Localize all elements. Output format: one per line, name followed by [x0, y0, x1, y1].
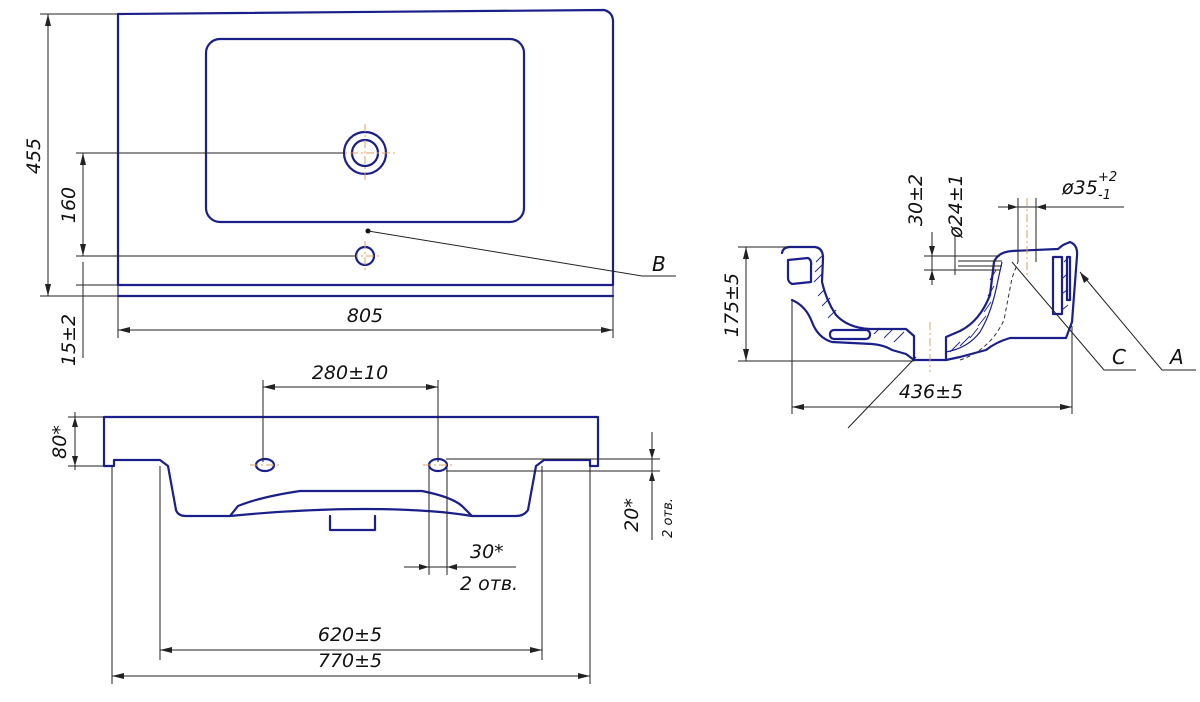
depth-dim-label: 30±2 [905, 174, 927, 226]
spacing-dim-label: 280±10 [312, 362, 388, 384]
section-overflow-channel [828, 328, 872, 341]
section-outline [780, 240, 1079, 362]
hole-offset-dim-label: 160 [58, 187, 80, 223]
callout-b-leader [367, 230, 676, 277]
hole-depth-count-label: 2 отв. [661, 498, 676, 538]
depth-dim-label: 455 [23, 138, 45, 174]
top-view: B 455 160 15±2 805 [23, 8, 676, 366]
height-dim-label: 175±5 [721, 273, 743, 337]
rim-height-dim-label: 80* [49, 425, 71, 459]
length-dim-label: 436±5 [899, 381, 963, 403]
hole-count-label: 2 отв. [460, 573, 518, 595]
section-inner [790, 298, 916, 362]
hole-dim-label: 30* [470, 541, 504, 563]
callout-a-leader [1079, 271, 1196, 371]
side-section-view: 175±5 436±5 30±2 ø24±1 ø35 +2 -1 C A [721, 170, 1196, 429]
inner-width-dim-label: 620±5 [318, 624, 382, 646]
top-view-outline [116, 8, 615, 287]
tap-dia-dim-label: ø24±1 [945, 174, 967, 239]
callout-c-label: C [1112, 345, 1126, 369]
drain-dia-upper-tol: +2 [1098, 170, 1117, 185]
front-view-outline [102, 415, 600, 518]
drain-dia-lower-tol: -1 [1098, 188, 1111, 203]
front-view: 280±10 80* 20* 2 отв. 30* 2 отв. 620±5 7… [49, 362, 676, 684]
width-dim-label: 805 [347, 305, 383, 327]
outer-width-dim-label: 770±5 [318, 650, 382, 672]
front-view-basin-lip [228, 507, 474, 518]
thickness-dim-label: 15±2 [58, 314, 80, 366]
drain-dia-dim-label: ø35 [1061, 177, 1098, 199]
callout-c-leader [1011, 261, 1136, 371]
front-view-drain [328, 514, 377, 532]
top-view-bowl [204, 37, 526, 224]
section-hatching [813, 255, 1069, 353]
hole-depth-dim-label: 20* [621, 498, 643, 532]
callout-b-label: B [652, 252, 666, 276]
callout-a-label: A [1168, 345, 1184, 369]
section-rim-cavity [786, 256, 813, 286]
